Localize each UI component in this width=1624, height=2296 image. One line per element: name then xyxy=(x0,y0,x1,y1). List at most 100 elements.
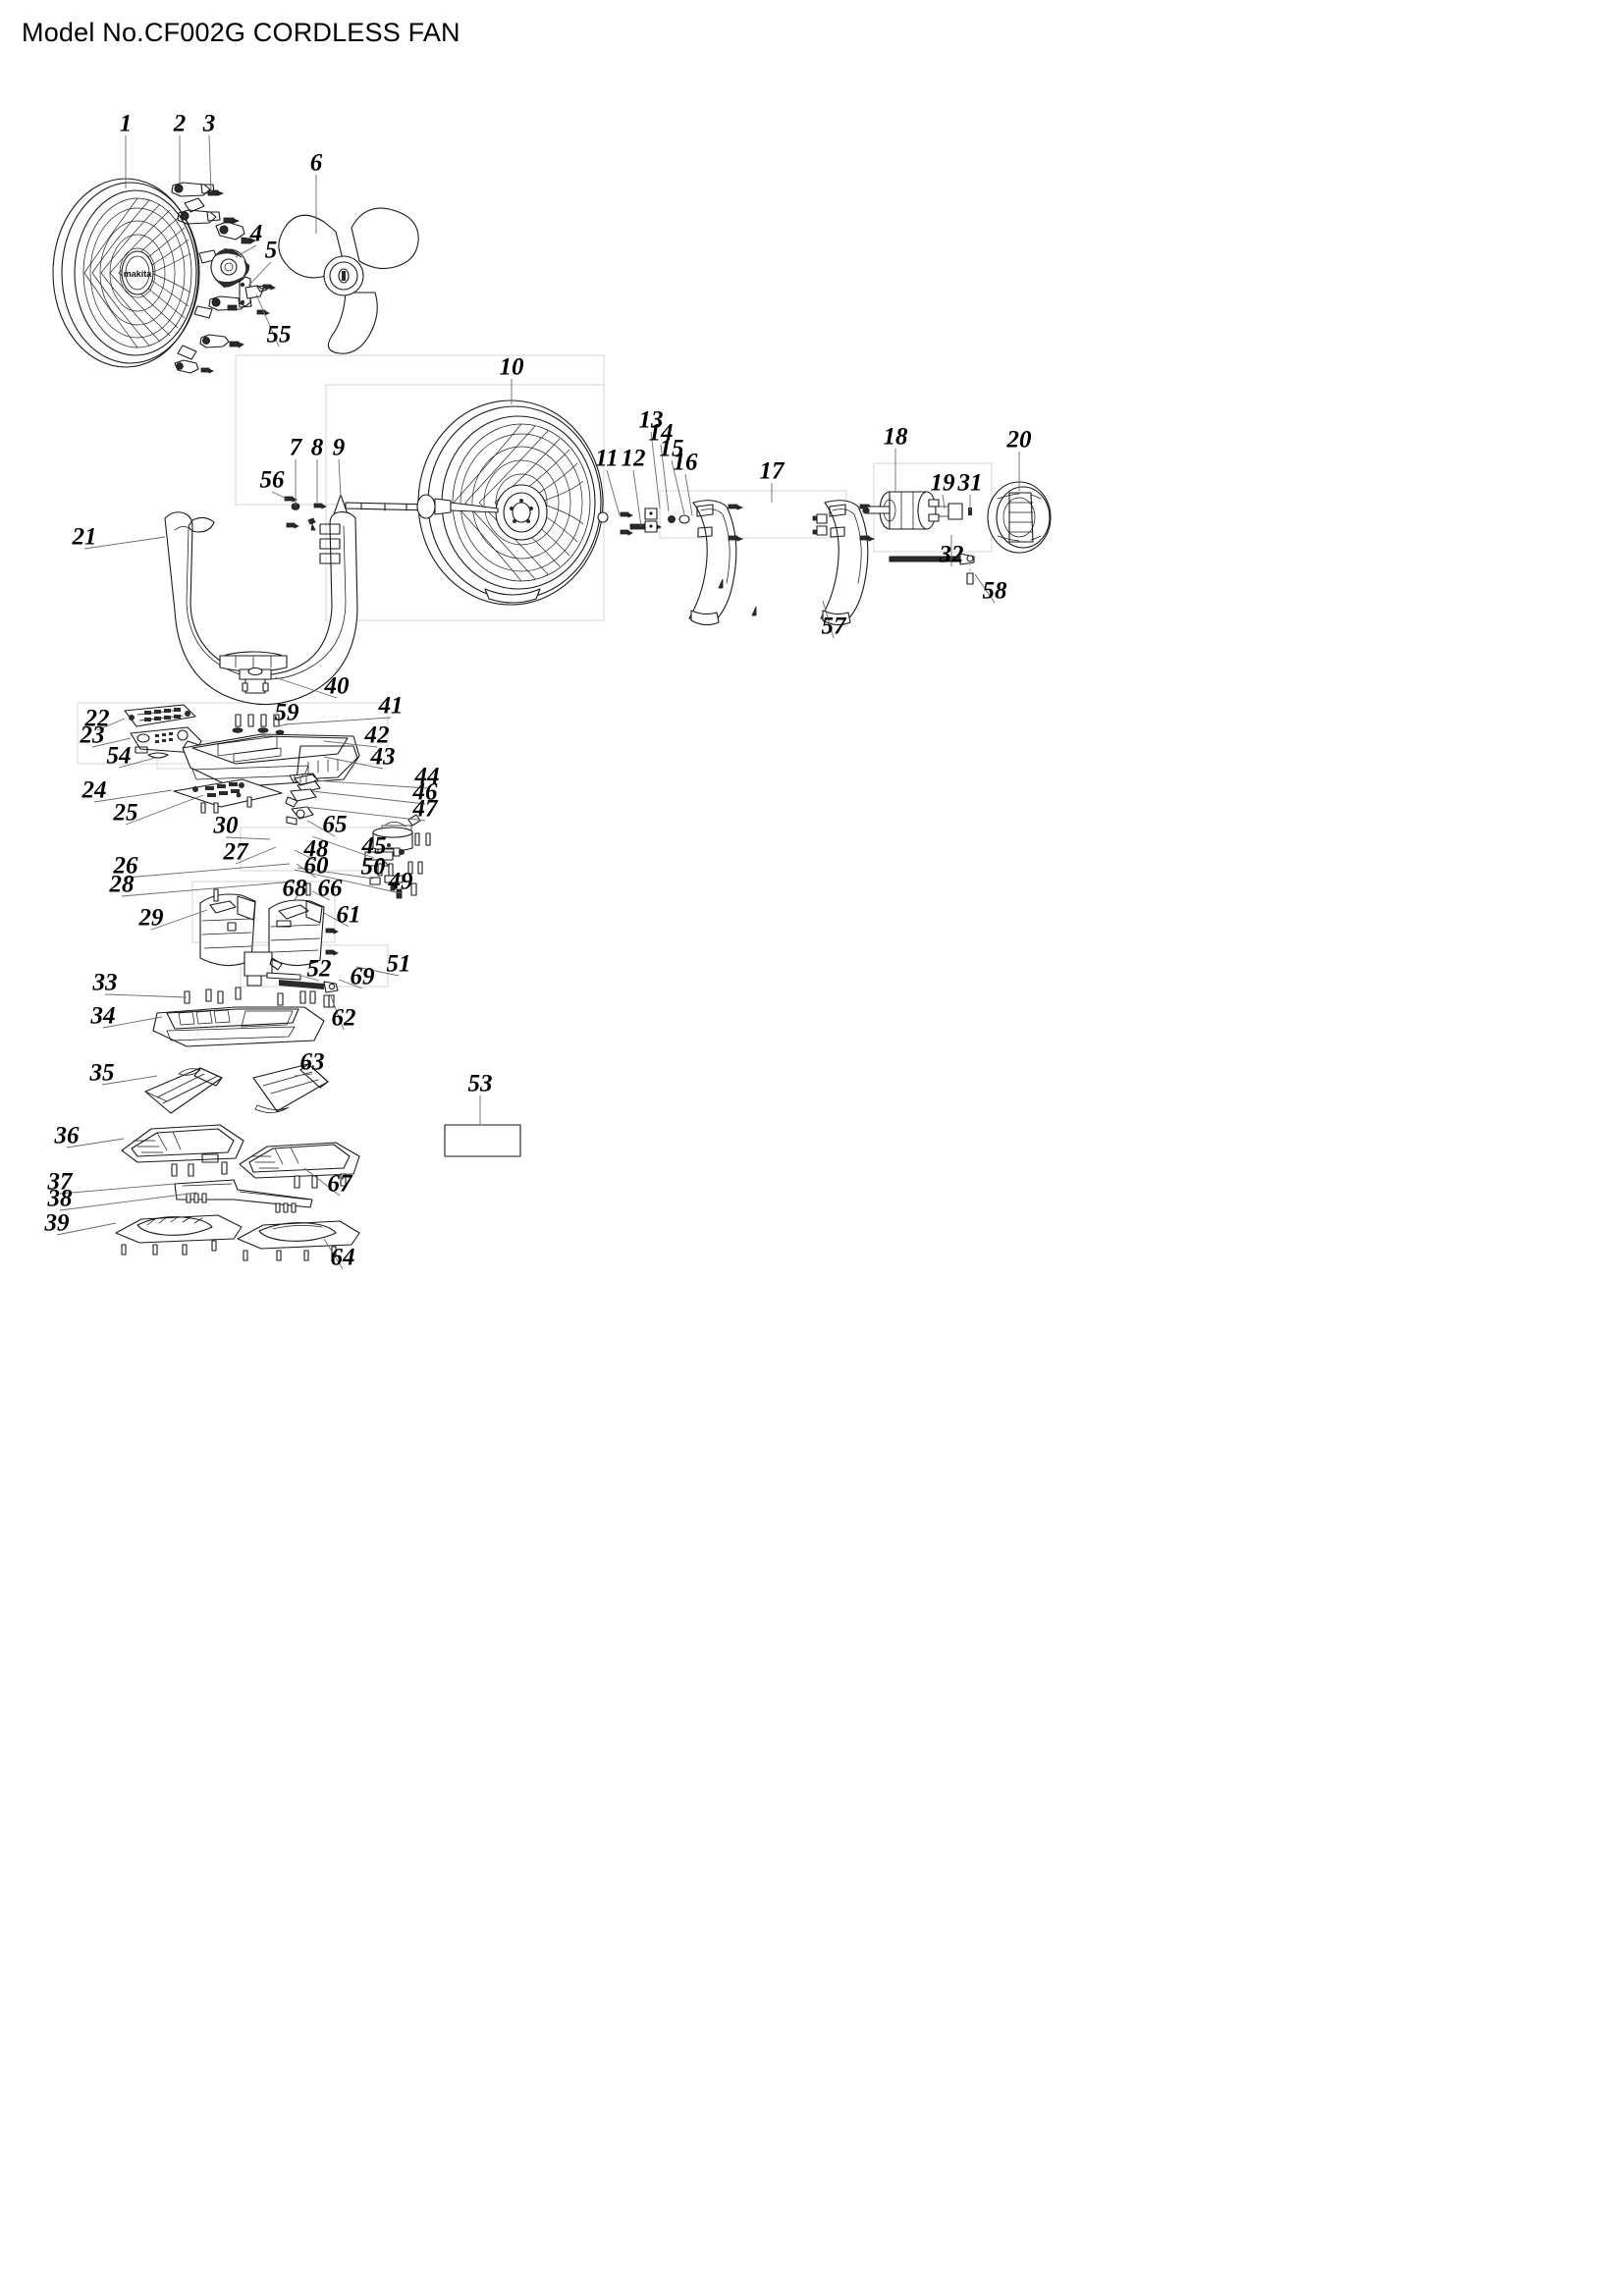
part-control-board xyxy=(173,778,283,814)
leader-line-5 xyxy=(247,261,272,287)
part-clamps-and-knob xyxy=(285,774,321,826)
part-fan-blade xyxy=(278,207,419,354)
leader-line-67 xyxy=(303,1167,341,1197)
callout-42-panel-frame: 42 xyxy=(364,721,390,749)
leader-line-27 xyxy=(235,846,277,865)
leader-line-35 xyxy=(101,1075,158,1086)
part-base-cover-left xyxy=(121,1124,244,1177)
callout-12-hex-bolt: 12 xyxy=(621,445,646,472)
leader-line-41 xyxy=(284,717,392,725)
page-title: Model No.CF002G CORDLESS FAN xyxy=(22,18,460,47)
brand-text-on-hub: makita xyxy=(124,269,153,279)
part-arm-cover-left xyxy=(688,500,757,626)
leader-line-64 xyxy=(323,1238,344,1270)
callout-13-screw: 13 xyxy=(638,406,664,434)
part-rear-grille xyxy=(416,400,604,606)
callout-52-lead-wire: 52 xyxy=(306,955,332,983)
callout-40-pivot-shaft: 40 xyxy=(324,672,350,700)
callout-60-screw: 60 xyxy=(303,852,329,880)
callout-29-housing-left: 29 xyxy=(138,904,164,932)
part-foot-pad-right xyxy=(252,1063,329,1113)
part-base-cover-right xyxy=(239,1142,360,1189)
callout-30-switch-unit: 30 xyxy=(213,812,239,839)
part-arm-cover-right xyxy=(812,500,876,626)
callout-69-connector: 69 xyxy=(350,963,375,990)
leader-line-57 xyxy=(822,600,835,639)
leader-line-46 xyxy=(311,790,426,805)
callout-45-switch-cover: 45 xyxy=(361,832,387,860)
callout-53-nameplate: 53 xyxy=(467,1070,493,1097)
leader-line-3 xyxy=(208,134,212,193)
leader-line-59 xyxy=(277,723,288,727)
callout-14-terminal: 14 xyxy=(648,419,674,447)
callout-46-clamp: 46 xyxy=(412,778,438,806)
callout-11-washer: 11 xyxy=(595,445,619,472)
part-base-upper xyxy=(152,987,330,1047)
callout-47-holder: 47 xyxy=(412,795,438,823)
callout-24-control-board: 24 xyxy=(81,776,107,804)
leader-line-60 xyxy=(296,863,317,879)
callout-39-base-lower-left: 39 xyxy=(44,1209,70,1237)
callout-20-rear-motor-cover: 20 xyxy=(1006,426,1032,454)
part-front-grille: makita xyxy=(52,178,218,368)
washer-59-group xyxy=(232,727,285,735)
callout-9-shaft-rod: 9 xyxy=(332,434,346,461)
callout-3-screw: 3 xyxy=(202,110,216,137)
leader-line-16 xyxy=(684,473,693,516)
callout-2-grille-clip: 2 xyxy=(173,110,187,137)
callout-4-spinner-knob: 4 xyxy=(249,220,263,247)
callout-19-capacitor: 19 xyxy=(930,469,955,497)
leader-line-49 xyxy=(294,869,402,894)
part-pivot-shaft xyxy=(232,667,285,735)
callout-48-screw: 48 xyxy=(303,835,329,863)
part-motor-bracket xyxy=(239,276,268,307)
callout-35-foot-pad-left: 35 xyxy=(89,1059,115,1087)
callout-43-panel-base: 43 xyxy=(370,743,396,771)
callout-44-contact-strip: 44 xyxy=(414,763,440,790)
leader-line-42 xyxy=(323,740,378,748)
part-spinner-knob xyxy=(210,248,250,288)
callout-54-cap: 54 xyxy=(106,742,132,770)
callout-62-screw: 62 xyxy=(331,1004,356,1032)
callout-21-yoke-frame: 21 xyxy=(72,523,97,551)
callout-38-brace-screw: 38 xyxy=(47,1185,73,1212)
leader-line-61 xyxy=(323,912,350,928)
leader-line-36 xyxy=(66,1138,125,1148)
leader-line-55 xyxy=(255,294,280,347)
leader-line-34 xyxy=(102,1016,163,1029)
leader-line-12 xyxy=(632,469,642,527)
leader-line-37 xyxy=(59,1183,176,1195)
leader-line-23 xyxy=(91,737,132,748)
leader-line-13 xyxy=(650,431,661,509)
brace-screws xyxy=(186,1193,297,1213)
leader-line-48 xyxy=(294,849,317,862)
callout-68-pin: 68 xyxy=(282,875,307,902)
leader-line-4 xyxy=(235,244,257,258)
callout-57-arm-cover-right: 57 xyxy=(821,613,846,640)
leader-line-45 xyxy=(311,835,375,859)
callout-25-board-screw: 25 xyxy=(113,799,138,827)
leader-line-15 xyxy=(671,459,685,515)
callout-61-housing-right: 61 xyxy=(336,901,361,929)
callout-55-screw: 55 xyxy=(266,321,292,348)
callout-41-washer: 41 xyxy=(378,692,404,720)
callout-27-contact: 27 xyxy=(223,838,248,866)
callout-7-nut: 7 xyxy=(289,434,302,461)
callout-28-terminal-block: 28 xyxy=(109,871,135,898)
part-housing-left xyxy=(199,888,256,967)
pivot-screws xyxy=(235,714,280,727)
part-yoke-frame xyxy=(164,511,358,706)
callout-18-motor-assembly: 18 xyxy=(883,423,908,451)
leader-line-30 xyxy=(225,836,271,840)
part-hardware-cluster xyxy=(364,851,423,899)
callout-33-screw: 33 xyxy=(92,969,118,996)
callout-67-base-cover-right: 67 xyxy=(327,1170,352,1198)
leader-line-25 xyxy=(125,794,204,826)
leader-line-40 xyxy=(274,676,338,699)
callout-50-washer: 50 xyxy=(360,853,386,881)
leader-line-28 xyxy=(121,881,296,897)
callout-58-screw: 58 xyxy=(982,577,1007,605)
part-cross-brace xyxy=(174,1179,313,1213)
leader-line-43 xyxy=(323,756,384,770)
